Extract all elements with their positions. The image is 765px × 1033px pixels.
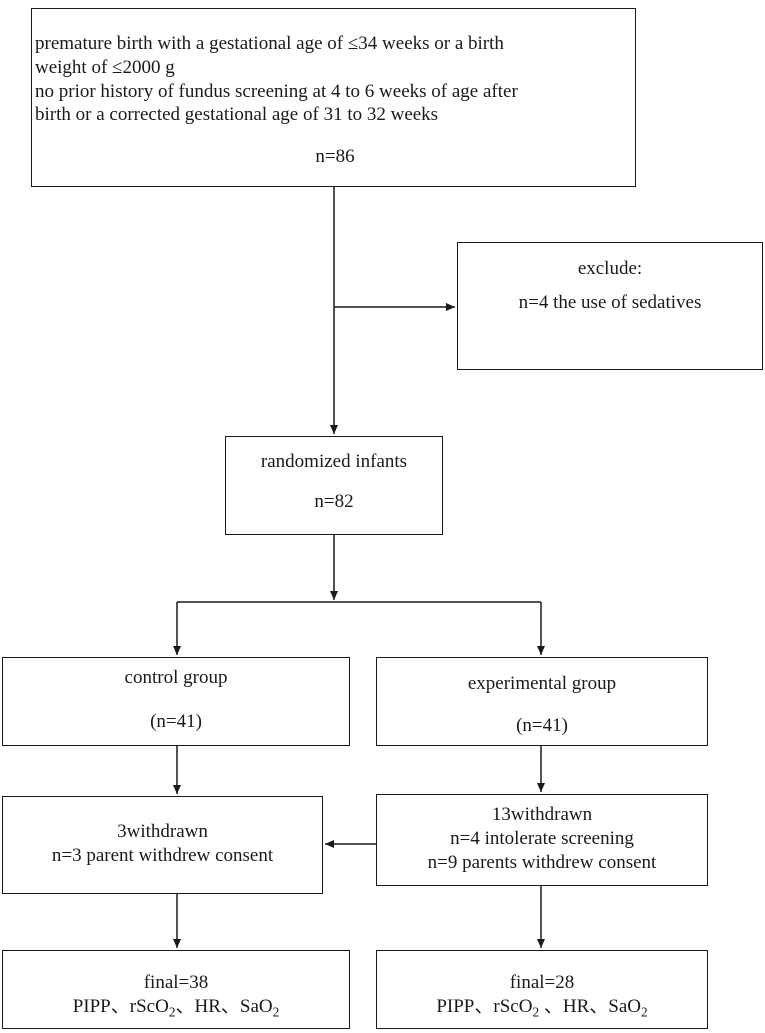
control-withdrawn-title: 3withdrawn	[117, 821, 208, 842]
control-final-box: final=38 PIPP、rScO2、HR、SaO2	[2, 950, 350, 1029]
measure-rsco2-subscript: 2	[532, 1004, 540, 1020]
measure-hr: HR	[194, 995, 221, 1017]
experimental-withdrawn-reason: n=9 parents withdrew consent	[427, 851, 657, 873]
measure-separator: 、	[474, 995, 494, 1017]
measure-sao2-subscript: 2	[272, 1004, 280, 1020]
eligibility-count: n=86	[315, 146, 355, 167]
measure-rsco2: rScO	[493, 995, 533, 1017]
measure-separator: 、	[110, 995, 130, 1017]
randomized-count: n=82	[314, 490, 354, 512]
measure-sao2: SaO	[608, 995, 642, 1017]
spacer	[226, 474, 442, 490]
measure-separator: 、	[220, 995, 240, 1017]
control-measures: PIPP、rScO2、HR、SaO2	[3, 995, 349, 1019]
eligibility-box: premature birth with a gestational age o…	[31, 8, 636, 187]
experimental-group-box: experimental group (n=41)	[376, 657, 708, 746]
control-group-box: control group (n=41)	[2, 657, 350, 746]
spacer	[3, 690, 349, 710]
measure-separator: 、	[539, 995, 563, 1017]
randomized-box: randomized infants n=82	[225, 436, 443, 535]
measure-hr: HR	[562, 995, 590, 1017]
randomized-title: randomized infants	[260, 451, 408, 472]
experimental-final-box: final=28 PIPP、rScO2 、HR、SaO2	[376, 950, 708, 1029]
exclusion-title: exclude:	[577, 258, 643, 279]
control-withdrawn-reason: n=3 parent withdrew consent	[51, 844, 274, 866]
measure-rsco2-subscript: 2	[168, 1004, 176, 1020]
measure-pipp: PIPP	[72, 995, 111, 1017]
experimental-withdrawn-reason: n=4 intolerate screening	[450, 827, 634, 849]
control-final-count: final=38	[143, 972, 209, 993]
control-withdrawn-box: 3withdrawn n=3 parent withdrew consent	[2, 796, 323, 894]
measure-separator: 、	[175, 995, 195, 1017]
spacer	[458, 281, 762, 291]
exclusion-detail: n=4 the use of sedatives	[518, 291, 702, 313]
exclusion-box: exclude: n=4 the use of sedatives	[457, 242, 763, 370]
experimental-withdrawn-box: 13withdrawn n=4 intolerate screening n=9…	[376, 794, 708, 886]
eligibility-criterion-line: premature birth with a gestational age o…	[35, 33, 504, 54]
measure-pipp: PIPP	[436, 995, 475, 1017]
eligibility-criterion-line: birth or a corrected gestational age of …	[35, 104, 439, 126]
control-group-count: (n=41)	[150, 710, 202, 732]
experimental-final-count: final=28	[509, 972, 575, 993]
measure-rsco2: rScO	[129, 995, 169, 1017]
spacer	[35, 127, 635, 145]
eligibility-criterion-line: weight of ≤2000 g	[35, 56, 175, 78]
measure-sao2-subscript: 2	[641, 1004, 648, 1020]
measure-sao2: SaO	[239, 995, 273, 1017]
spacer	[377, 696, 707, 714]
experimental-withdrawn-title: 13withdrawn	[491, 804, 593, 825]
experimental-group-count: (n=41)	[516, 714, 568, 736]
control-group-title: control group	[124, 667, 228, 688]
experimental-group-title: experimental group	[467, 673, 617, 694]
measure-separator: 、	[589, 995, 609, 1017]
eligibility-criterion-line: no prior history of fundus screening at …	[35, 80, 518, 102]
experimental-measures: PIPP、rScO2 、HR、SaO2	[377, 995, 707, 1019]
